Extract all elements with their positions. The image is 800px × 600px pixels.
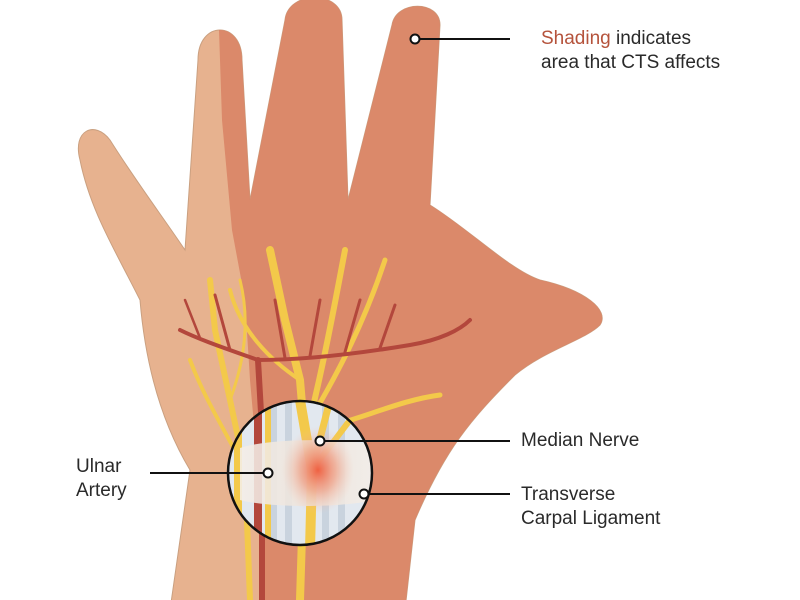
nerve-branches	[188, 246, 443, 600]
ulnar-text-1: Ulnar	[76, 456, 122, 477]
shading-word: Shading	[541, 28, 611, 49]
ligament-text-1: Transverse	[521, 484, 616, 505]
transverse-carpal-ligament-label: Transverse Carpal Ligament	[521, 483, 660, 531]
shading-text-1: indicates	[616, 28, 692, 49]
shading-dot	[409, 33, 421, 45]
leader-dots	[262, 33, 421, 500]
ulnar-artery-label: Ulnar Artery	[76, 455, 127, 503]
ulnar-text-2: Artery	[76, 480, 127, 501]
ligament-dot	[358, 488, 370, 500]
leader-lines	[150, 38, 510, 495]
shading-annotation: Shading indicates area that CTS affects	[541, 27, 720, 75]
median-nerve-label: Median Nerve	[521, 430, 640, 451]
ulnar-dot	[262, 467, 274, 479]
ligament-text-2: Carpal Ligament	[521, 508, 661, 529]
median-dot	[314, 435, 326, 447]
shading-text-2: area that CTS affects	[541, 52, 721, 73]
